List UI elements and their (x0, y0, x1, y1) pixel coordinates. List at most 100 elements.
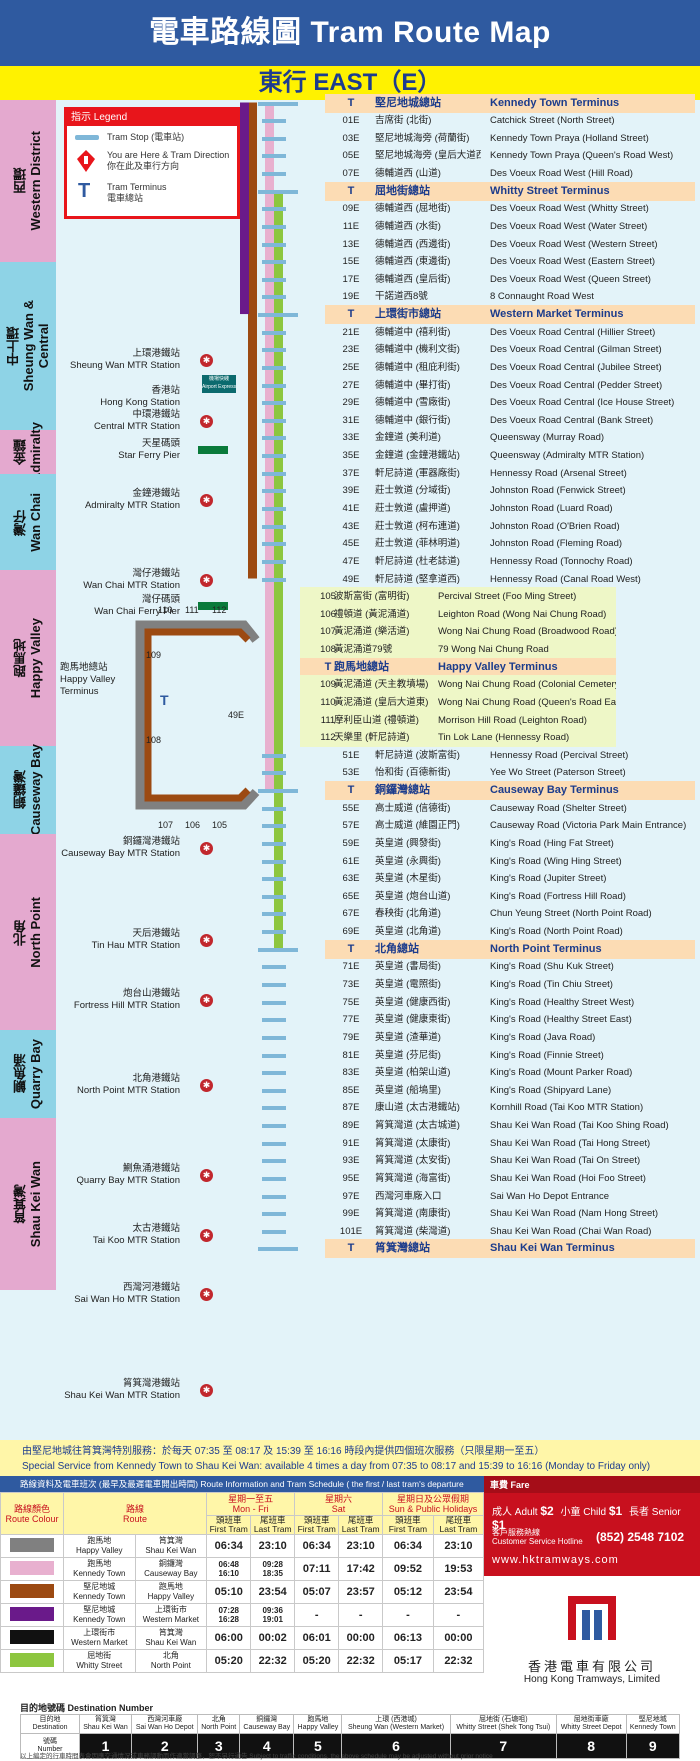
stop-code: T (347, 96, 355, 109)
stop-code: 21E (342, 326, 360, 338)
departure-time: 09:52 (382, 1557, 434, 1581)
stop-tick (262, 172, 286, 177)
company-name-en: Hong Kong Tramways, Limited (523, 1674, 661, 1685)
stop-name-zh: 英皇道 (書局街) (375, 961, 441, 973)
stop-code: 17E (342, 273, 360, 285)
tram-stop-icon (75, 135, 99, 140)
stop-name-zh: 英皇道 (健康東街) (375, 1014, 451, 1026)
stop-code: 51E (342, 749, 360, 761)
stop-name-zh: 屈地街總站 (375, 184, 430, 197)
stop-name-zh: 金鐘道 (美利道) (375, 432, 441, 444)
stop-code: 106 (320, 608, 336, 620)
stop-tick (262, 1106, 286, 1111)
stop-name-zh: 英皇道 (健康西街) (375, 996, 451, 1008)
stop-code: 19E (342, 291, 360, 303)
website-link[interactable]: www.hktramways.com (492, 1554, 619, 1566)
stop-tick (262, 524, 286, 529)
stop-name-en: Whitty Street Terminus (490, 184, 610, 197)
stop-name-en: Johnston Road (Fenwick Street) (490, 485, 626, 497)
happy-valley-terminus-symbol: T (160, 692, 169, 708)
stop-name-en: King's Road (Mount Parker Road) (490, 1067, 633, 1079)
landmark-label: 香港站 Hong Kong Station (100, 385, 180, 408)
stop-tick (262, 471, 286, 476)
stop-name-en: King's Road (Wing Hing Street) (490, 855, 622, 867)
stop-name-zh: 莊士敦道 (菲林明道) (375, 538, 460, 550)
landmark-label: 天后港鐵站 Tin Hau MTR Station (91, 928, 180, 951)
destination-name-en: Shau Kei Wan (83, 1724, 128, 1731)
landmark-label: 上環港鐵站 Sheung Wan MTR Station (69, 348, 180, 371)
stop-tick (262, 401, 286, 406)
hotline-number[interactable]: (852) 2548 7102 (596, 1530, 685, 1544)
stop-name-zh: 堅尼地城海旁 (荷蘭街) (375, 132, 470, 144)
